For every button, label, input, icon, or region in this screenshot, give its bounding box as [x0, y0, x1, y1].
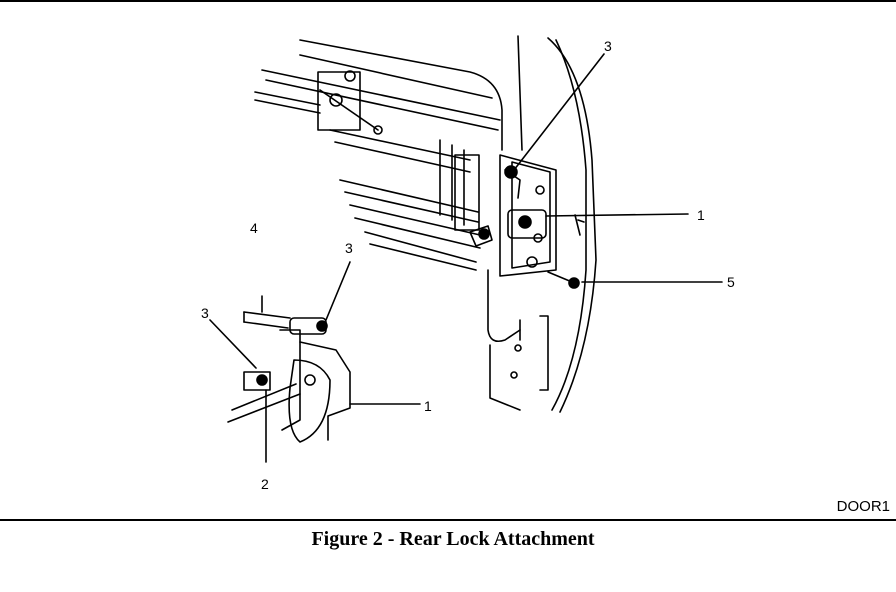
lower-detail-view [209, 261, 421, 463]
callout-3-left-upper: 3 [345, 240, 353, 256]
callout-5-right: 5 [727, 274, 735, 290]
callout-1-right: 1 [697, 207, 705, 223]
lock-screw [547, 271, 580, 289]
callout-1-lower: 1 [424, 398, 432, 414]
upper-rod-bracket [317, 70, 383, 135]
door-panel-outline [299, 39, 503, 151]
bottom-border-rule [0, 519, 896, 521]
callout-2-lower: 2 [261, 476, 269, 492]
door-edge-outer [510, 35, 597, 413]
top-border-rule [0, 0, 896, 2]
figure-caption: Figure 2 - Rear Lock Attachment [311, 528, 595, 550]
callout-3-top-right: 3 [604, 38, 612, 54]
callout-3-left-lower: 3 [201, 305, 209, 321]
figure-code: DOOR1 [836, 498, 890, 515]
window-rails [254, 54, 501, 271]
rear-lock-assembly [499, 154, 557, 277]
callout-4-left: 4 [250, 220, 258, 236]
